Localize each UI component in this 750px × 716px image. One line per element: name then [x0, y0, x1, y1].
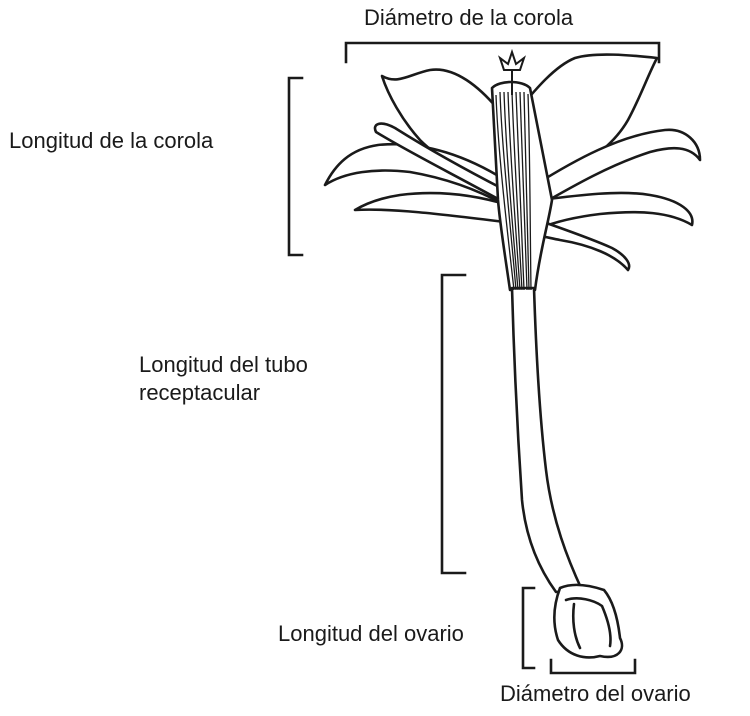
ovary-length-label: Longitud del ovario	[278, 620, 464, 648]
tube-length-label-line2: receptacular	[139, 379, 308, 407]
petal-left-low	[355, 193, 508, 222]
receptacular-tube	[512, 288, 582, 592]
corolla-length-bracket	[289, 78, 302, 255]
ovary-diameter-label: Diámetro del ovario	[500, 680, 691, 708]
ovary-diameter-bracket	[551, 660, 635, 673]
flower-drawing	[325, 55, 700, 658]
ovary-length-bracket	[523, 588, 534, 668]
petal-right-low	[535, 220, 629, 270]
tube-length-label: Longitud del tubo receptacular	[139, 351, 308, 407]
petal-right-wave	[540, 193, 692, 228]
tube-length-label-line1: Longitud del tubo	[139, 351, 308, 379]
corolla-length-label: Longitud de la corola	[9, 127, 213, 155]
ovary	[554, 585, 622, 658]
corolla-diameter-label: Diámetro de la corola	[364, 4, 573, 32]
tube-length-bracket	[442, 275, 465, 573]
